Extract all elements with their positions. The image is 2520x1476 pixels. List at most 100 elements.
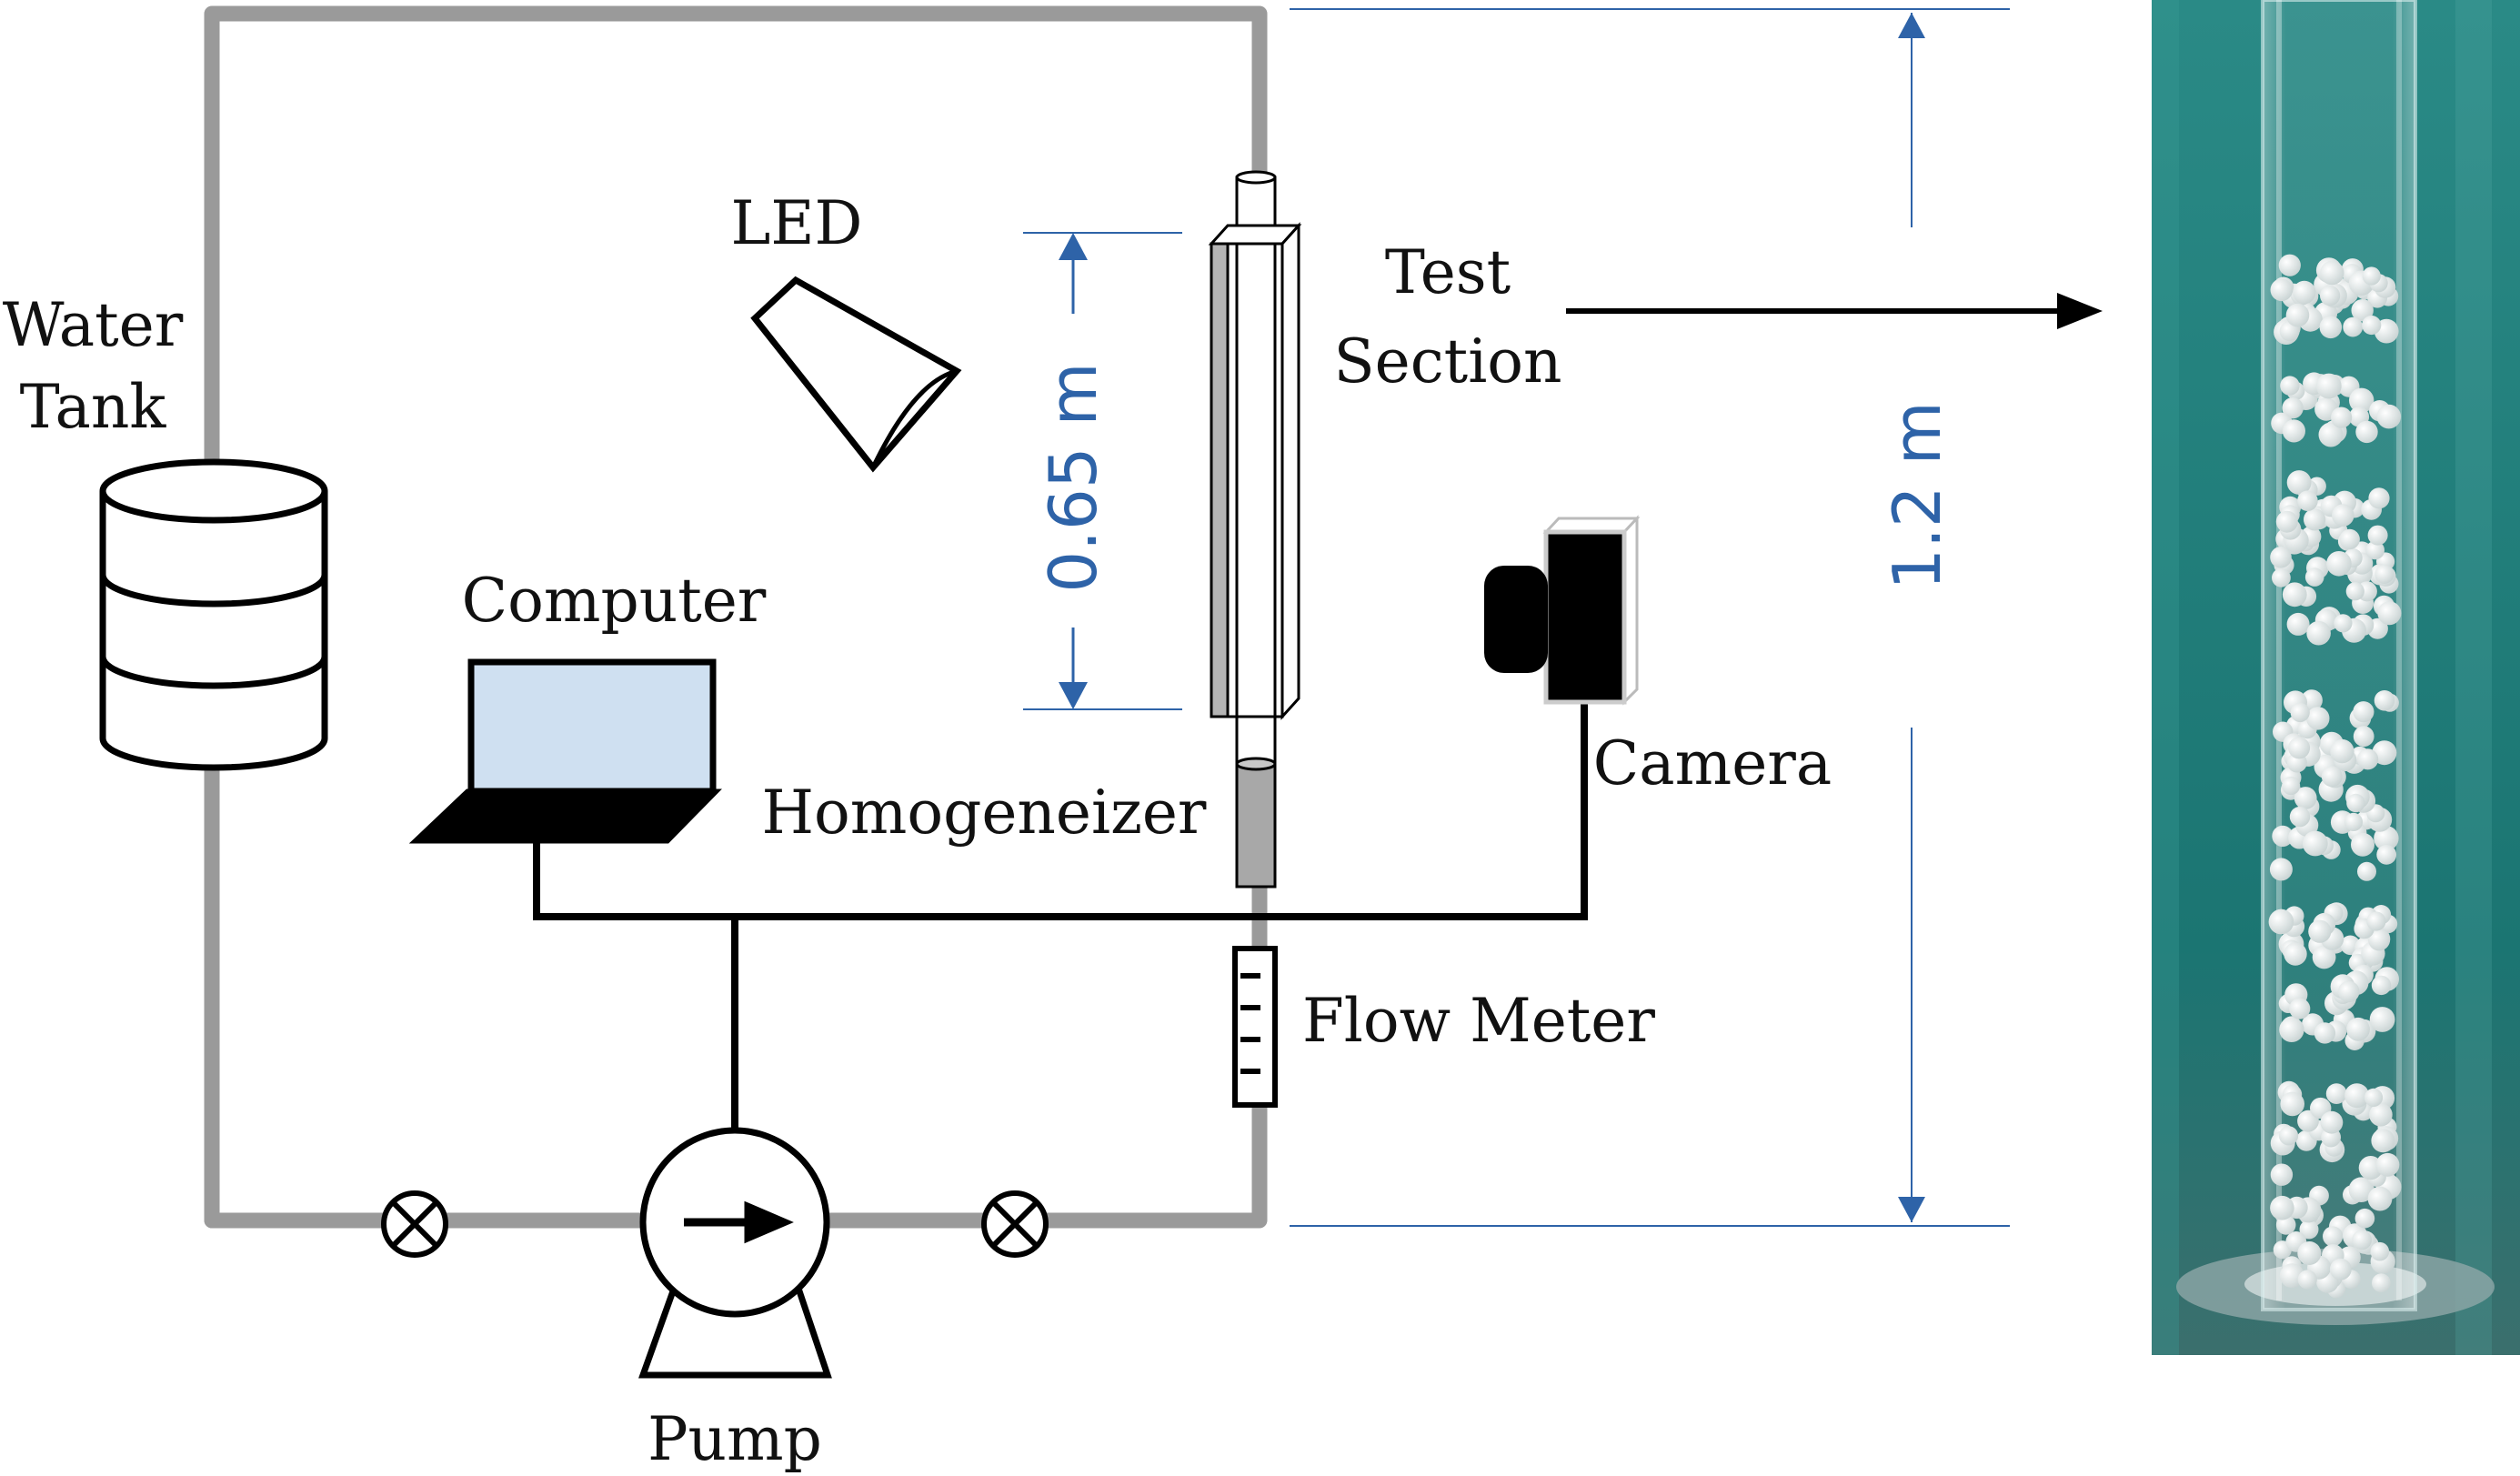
particle (2314, 1022, 2336, 1044)
particle (2339, 528, 2360, 550)
particle-column-photo (2152, 0, 2520, 1355)
dimension-total-height (1290, 8, 2010, 1227)
water-tank (99, 458, 328, 771)
computer-label: Computer (462, 566, 767, 636)
water-tank-label-line1: Water (3, 290, 184, 360)
particle (2326, 551, 2352, 577)
particle (2366, 911, 2386, 931)
valve-right-icon[interactable] (981, 1190, 1049, 1258)
particle (2299, 1220, 2319, 1240)
particle (2369, 1007, 2395, 1032)
particle (2284, 942, 2307, 966)
particle (2370, 1241, 2390, 1261)
particle (2286, 470, 2312, 495)
particle (2344, 1083, 2370, 1109)
particle (2312, 945, 2336, 969)
laptop-keyboard (408, 788, 722, 844)
particle (2374, 690, 2395, 711)
particle (2288, 737, 2311, 759)
dimension-1.2m-label: 1.2 m (1879, 401, 1955, 590)
particle (2306, 707, 2330, 730)
particle (2304, 567, 2324, 587)
particle (2304, 508, 2326, 531)
particle (2330, 738, 2354, 764)
particle (2343, 316, 2364, 337)
particle (2372, 1273, 2391, 1293)
dimension-0.65m-label: 0.65 m (1035, 362, 1111, 592)
test-section-label-line1: Test (1385, 237, 1511, 307)
flow-meter-label: Flow Meter (1302, 986, 1655, 1056)
particle (2302, 830, 2328, 857)
particle (2275, 510, 2298, 533)
particle (2320, 1110, 2344, 1134)
particle (2375, 1152, 2400, 1177)
pointer-arrow (1566, 293, 2103, 329)
test-section-label-line2: Section (1333, 326, 1561, 397)
camera-icon (1484, 515, 1641, 706)
particle (2270, 1163, 2294, 1186)
particle (2275, 1215, 2296, 1235)
particle (2325, 1083, 2347, 1104)
particle (2374, 826, 2399, 851)
particle (2321, 766, 2343, 788)
particle (2320, 286, 2341, 306)
particle (2355, 420, 2378, 444)
particle (2331, 407, 2353, 428)
particle (2344, 812, 2363, 832)
signal-wires (533, 702, 1588, 1128)
particle (2364, 1088, 2384, 1107)
particle (2297, 1241, 2322, 1265)
particle (2289, 998, 2311, 1019)
particle (2269, 858, 2293, 881)
particle (2272, 825, 2294, 848)
valve-left-icon[interactable] (381, 1190, 448, 1258)
particle (2270, 547, 2292, 568)
particle (2376, 844, 2397, 865)
pump-label: Pump (648, 1404, 822, 1474)
particle (2351, 832, 2374, 857)
water-tank-label-line2: Tank (20, 372, 167, 442)
particle (2329, 1258, 2352, 1280)
particle (2319, 316, 2343, 339)
particle (2308, 919, 2332, 943)
particle (2362, 266, 2381, 286)
particle (2297, 490, 2318, 511)
particle (2367, 525, 2388, 546)
particle (2374, 564, 2395, 584)
particle (2345, 582, 2364, 601)
particle (2332, 504, 2354, 527)
test-section-column (1208, 170, 1302, 889)
particle (2278, 254, 2301, 276)
particle (2268, 909, 2294, 935)
particle (2293, 280, 2316, 305)
particle (2282, 397, 2304, 419)
particle (2270, 1195, 2294, 1220)
particle (2362, 315, 2382, 336)
particle (2282, 419, 2305, 443)
particle (2297, 1270, 2317, 1290)
particle (2289, 806, 2311, 828)
particle (2346, 1017, 2370, 1041)
particle (2306, 620, 2331, 646)
homogeneizer-icon (1235, 762, 1277, 889)
particle (2352, 1230, 2373, 1250)
led-label: LED (731, 188, 863, 258)
homogeneizer-label: Homogeneizer (762, 778, 1207, 848)
particle (2272, 567, 2291, 587)
particle (2279, 1017, 2304, 1043)
particle (2290, 702, 2310, 723)
particle (2315, 373, 2342, 399)
particle (2351, 299, 2374, 322)
particle (2334, 614, 2353, 633)
particle (2320, 260, 2344, 286)
particle (2278, 1126, 2299, 1146)
particle (2349, 387, 2374, 413)
particle (2282, 582, 2307, 607)
particle (2376, 404, 2402, 429)
laptop-icon (408, 658, 722, 844)
particle (2270, 278, 2294, 302)
particle (2285, 303, 2310, 327)
particle (2348, 1177, 2374, 1202)
led-lamp-icon (750, 276, 962, 473)
